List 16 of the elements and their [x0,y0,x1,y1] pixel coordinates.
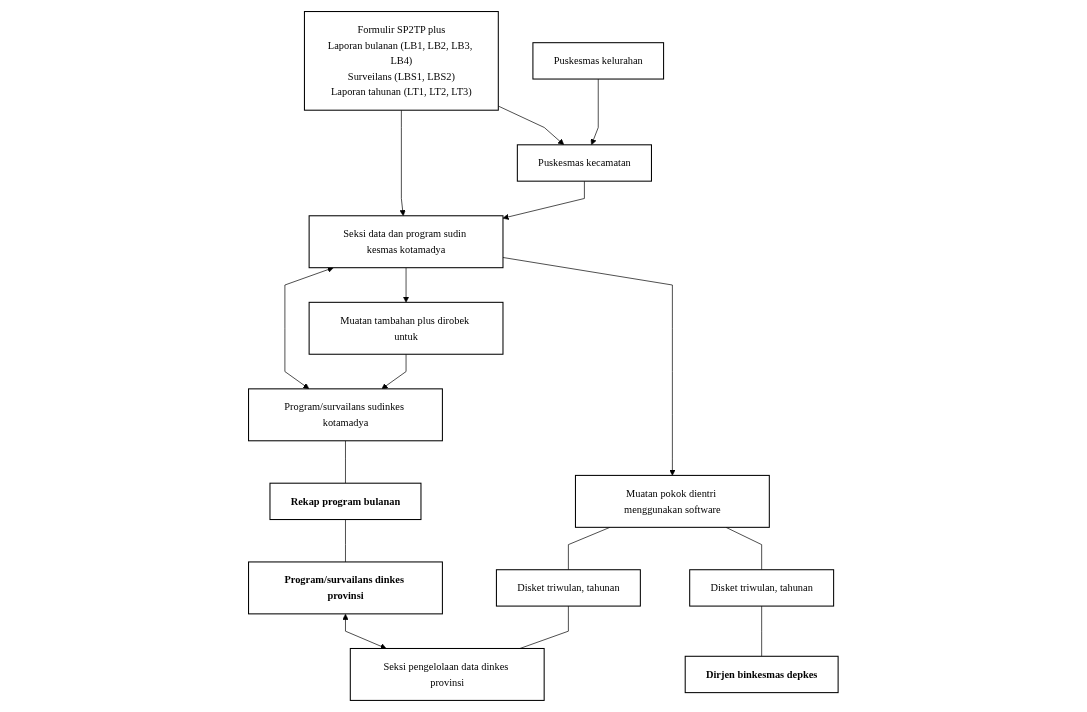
node-box: Program/survailans dinkes provinsi [248,561,444,615]
node-box: Dirjen binkesmas depkes [684,655,839,694]
node-box: Seksi pengelolaan data dinkes provinsi [349,648,545,701]
node-box: Puskesmas kecamatan [517,144,653,182]
node-box: Program/survailans sudinkes kotamadya [248,388,444,442]
node-box: Puskesmas kelurahan [532,42,665,80]
connector [345,440,346,484]
node-box: Disket triwulan, tahunan [689,569,835,607]
node-box: Muatan pokok dientri menggunakan software [575,474,770,528]
node-box: Disket triwulan, tahunan [496,569,642,607]
node-box: Muatan tambahan plus dirobek untuk [308,301,504,355]
node-box: Rekap program bulanan [269,482,422,521]
connector [345,519,346,563]
node-box: Formulir SP2TP plus Laporan bulanan (LB1, LB2, LB3, LB4) Surveilans (LBS1, LBS2) Laporan tahunan (LT1, LT2, LT3) [304,11,499,111]
connector [761,605,763,657]
node-box: Seksi data dan program sudin kesmas kotamadya [308,215,504,269]
